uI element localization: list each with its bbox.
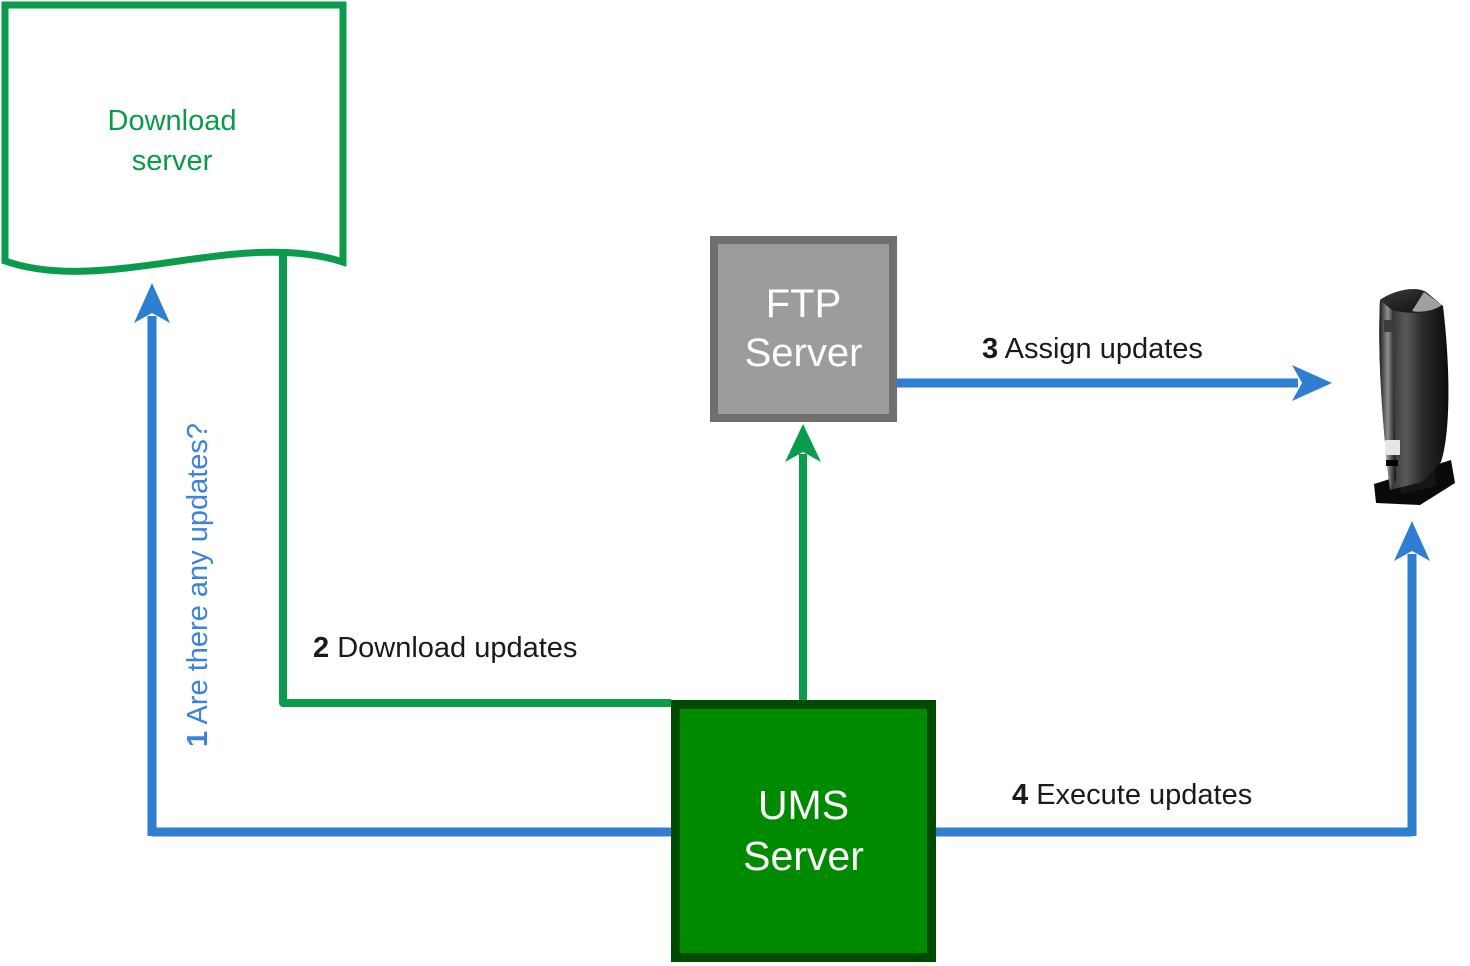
- step-1-text: Are there any updates?: [182, 422, 214, 725]
- connector-3-assign-updates: [897, 365, 1332, 401]
- arrow-up-icon: [134, 283, 170, 323]
- ums-server-node: UMS Server: [671, 700, 936, 962]
- download-server-label-line2: server: [131, 145, 213, 177]
- ftp-server-label-line2: Server: [744, 331, 863, 375]
- step-2-number: 2: [313, 632, 330, 664]
- connector-2-download-updates: [279, 252, 671, 707]
- arrow-up-icon: [1394, 521, 1430, 561]
- device-logo-badge: [1384, 320, 1393, 332]
- step-3-label: 3 Assign updates: [982, 331, 1203, 367]
- step-3-number: 3: [982, 333, 999, 365]
- connector-ums-to-ftp-arrow: [785, 424, 821, 700]
- step-1-number: 1: [182, 730, 214, 748]
- ums-server-label-line2: Server: [743, 833, 864, 879]
- ums-server-label-line1: UMS: [757, 782, 850, 828]
- connector-4-execute-updates: [1394, 521, 1430, 836]
- step-2-text: Download updates: [337, 632, 578, 664]
- download-server-node: [1, 1, 347, 275]
- device-top-highlight: [1412, 292, 1442, 312]
- download-server-label-line1: Download: [107, 105, 237, 137]
- device-drive-slot: [1386, 460, 1398, 466]
- arrow-right-icon: [1292, 365, 1332, 401]
- ftp-server-node: FTP Server: [710, 236, 897, 422]
- step-4-text: Execute updates: [1036, 779, 1253, 811]
- step-2-label: 2 Download updates: [313, 630, 577, 666]
- device-label-sticker: [1385, 440, 1400, 455]
- step-1-label: 1 Are there any updates?: [180, 375, 214, 795]
- step-4-number: 4: [1012, 779, 1029, 811]
- step-3-text: Assign updates: [1004, 333, 1203, 365]
- ftp-server-label-line1: FTP: [765, 282, 842, 326]
- thin-client-device-icon: [1374, 289, 1455, 505]
- arrow-up-icon: [785, 424, 821, 462]
- download-server-label: Download server: [22, 101, 322, 181]
- device-body: [1379, 289, 1449, 490]
- step-4-label: 4 Execute updates: [1012, 777, 1252, 813]
